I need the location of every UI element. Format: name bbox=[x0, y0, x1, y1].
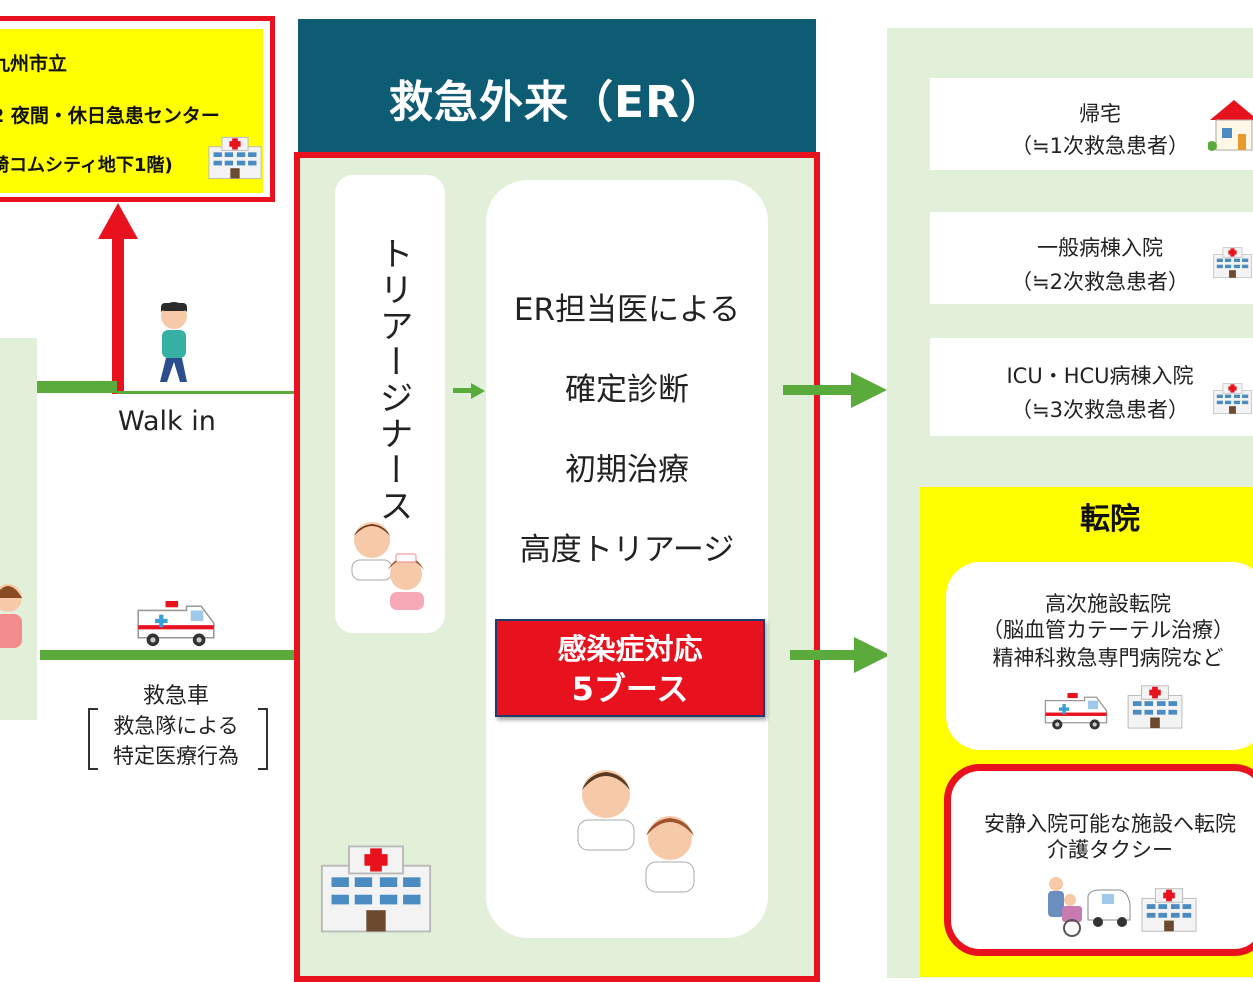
hospital-icon bbox=[1140, 884, 1198, 934]
transfer-title: 転院 bbox=[1080, 502, 1140, 537]
ambulance-sub1: 救急隊による bbox=[113, 714, 239, 738]
high-transfer-line1: 高次施設転院 bbox=[1045, 592, 1171, 616]
booth-line1: 感染症対応 bbox=[557, 632, 703, 666]
outcome-icu-box bbox=[930, 338, 1253, 436]
outcome-home-box bbox=[930, 78, 1253, 170]
calm-transfer-line2: 介護タクシー bbox=[1047, 838, 1173, 862]
bracket-left bbox=[88, 708, 98, 770]
patient-icon bbox=[0, 584, 22, 648]
hospital-icon bbox=[207, 133, 263, 181]
outcome-icu-title: ICU・HCU病棟入院 bbox=[1006, 364, 1194, 388]
er-doctor-box bbox=[486, 180, 768, 938]
outcome-icu-sub: （≒3次救急患者） bbox=[1011, 398, 1189, 422]
night-center-line3: 崎コムシティ地下1階) bbox=[0, 155, 173, 176]
night-center-line1: 九州市立 bbox=[0, 53, 68, 75]
ambulance-sub2: 特定医療行為 bbox=[113, 744, 239, 768]
hospital-icon bbox=[318, 838, 434, 936]
er-to-outcome-arrow-line bbox=[783, 385, 853, 395]
walk-in-arrow-thick bbox=[37, 381, 117, 393]
walk-in-arrow-line bbox=[117, 391, 347, 394]
red-up-arrow-head bbox=[98, 203, 138, 239]
triage-label: トリアージナース bbox=[373, 236, 413, 524]
doctors-icon bbox=[577, 770, 695, 893]
er-title: 救急外来（ER） bbox=[389, 77, 725, 128]
er-line-4: 高度トリアージ bbox=[519, 532, 735, 568]
outcome-home-title: 帰宅 bbox=[1079, 102, 1121, 126]
doctor-nurse-icon bbox=[351, 522, 424, 610]
hospital-icon bbox=[1212, 372, 1253, 424]
triage-to-er-arrow-line bbox=[453, 388, 473, 393]
booth-to-transfer-arrow-head bbox=[854, 637, 890, 673]
hospital-icon bbox=[1212, 236, 1253, 288]
walk-in-label: Walk in bbox=[118, 406, 216, 437]
ambulance-icon bbox=[1042, 686, 1110, 734]
outcome-general-sub: （≒2次救急患者） bbox=[1011, 270, 1189, 294]
er-line-2: 確定診断 bbox=[565, 372, 689, 408]
booth-to-transfer-arrow-line bbox=[790, 650, 856, 660]
walking-person-icon bbox=[160, 302, 187, 382]
outcome-general-title: 一般病棟入院 bbox=[1037, 236, 1163, 260]
ambulance-label: 救急車 bbox=[142, 684, 209, 709]
calm-transfer-line1: 安静入院可能な施設へ転院 bbox=[984, 812, 1236, 836]
high-transfer-line3: 精神科救急専門病院など bbox=[992, 646, 1224, 670]
outcome-home-sub: （≒1次救急患者） bbox=[1011, 134, 1189, 158]
er-to-outcome-arrow-head bbox=[851, 372, 887, 408]
hospital-icon bbox=[1126, 682, 1184, 730]
night-holiday-center-box: 九州市立 2 夜間・休日急患センター 崎コムシティ地下1階) bbox=[0, 16, 275, 202]
triage-to-er-arrow-head bbox=[471, 383, 485, 399]
er-header bbox=[298, 19, 816, 155]
booth-line2: 5ブース bbox=[571, 670, 689, 708]
ambulance-arrow-line bbox=[40, 650, 450, 660]
ambulance-icon bbox=[134, 594, 218, 650]
high-transfer-line2: （脳血管カテーテル治療） bbox=[982, 618, 1234, 642]
er-line-3: 初期治療 bbox=[565, 452, 689, 488]
er-line-1: ER担当医による bbox=[513, 292, 741, 328]
bracket-right bbox=[258, 708, 268, 770]
red-up-arrow-shaft bbox=[112, 236, 124, 394]
patient-strip bbox=[0, 338, 37, 720]
night-center-line2: 2 夜間・休日急患センター bbox=[0, 105, 220, 127]
wheelchair-taxi-icon bbox=[1048, 877, 1131, 937]
house-icon bbox=[1208, 100, 1253, 151]
triage-box bbox=[335, 175, 445, 633]
infection-booth-box bbox=[495, 619, 765, 717]
outcome-general-box bbox=[930, 212, 1253, 304]
